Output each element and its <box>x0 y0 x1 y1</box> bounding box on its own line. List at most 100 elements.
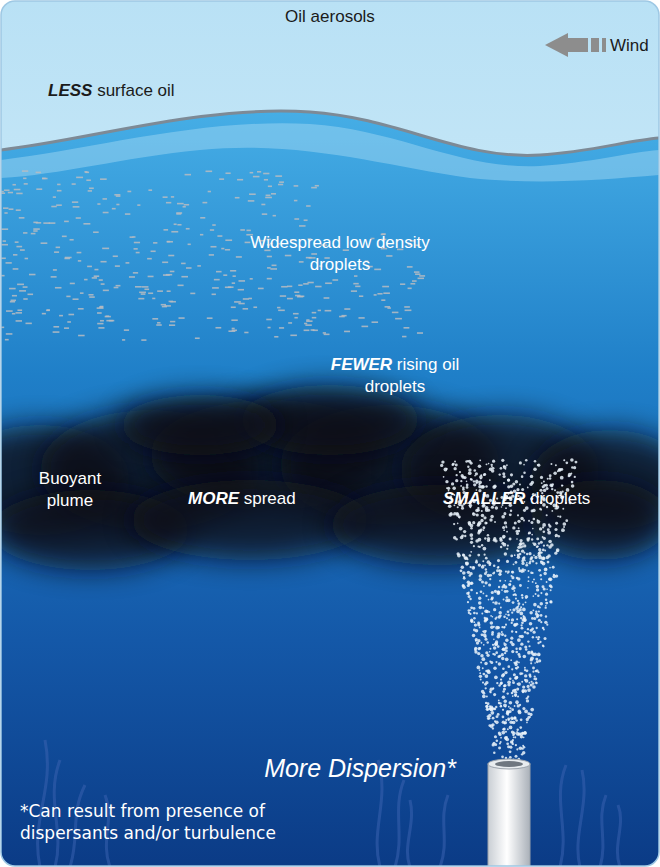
droplet-dash <box>385 306 391 308</box>
droplet-dash <box>207 317 213 319</box>
droplet <box>509 707 511 709</box>
droplet <box>538 611 540 613</box>
droplet <box>515 561 518 564</box>
droplet <box>498 662 501 665</box>
droplet <box>509 538 512 541</box>
droplet <box>481 565 485 569</box>
droplet <box>488 611 490 613</box>
droplet <box>530 656 534 660</box>
droplet-dash <box>287 298 293 300</box>
droplet <box>543 572 546 575</box>
droplet <box>521 753 523 755</box>
droplet <box>541 482 543 484</box>
droplet <box>501 542 504 545</box>
droplet <box>484 572 487 575</box>
droplet <box>492 601 494 603</box>
droplet <box>486 522 488 524</box>
droplet <box>546 514 548 516</box>
droplet-dash <box>405 310 412 312</box>
droplet <box>499 580 501 582</box>
droplet <box>511 630 513 632</box>
droplet <box>477 647 480 650</box>
droplet-dash <box>97 203 100 205</box>
droplet <box>513 689 516 692</box>
droplet <box>520 624 522 626</box>
droplet-dash <box>265 197 272 199</box>
droplet <box>547 561 550 564</box>
droplet <box>480 654 483 657</box>
droplet <box>504 635 506 637</box>
droplet <box>553 471 557 475</box>
droplet <box>494 720 496 722</box>
droplet <box>498 611 501 614</box>
droplet <box>549 600 551 602</box>
droplet <box>482 667 484 669</box>
droplet <box>478 601 482 605</box>
droplet <box>536 669 539 672</box>
droplet <box>488 599 490 601</box>
droplet <box>507 478 510 481</box>
droplet <box>510 484 513 487</box>
droplet <box>507 714 509 716</box>
droplet-dash <box>59 315 63 317</box>
droplet <box>500 607 502 609</box>
droplet <box>493 639 495 641</box>
droplet <box>477 652 480 655</box>
droplet <box>485 485 488 488</box>
droplet <box>502 709 504 711</box>
droplet <box>520 718 523 721</box>
droplet-dash <box>178 317 184 319</box>
droplet-dash <box>270 268 277 270</box>
droplet <box>522 691 524 693</box>
droplet <box>492 743 495 746</box>
droplet <box>509 583 511 585</box>
droplet <box>462 585 464 587</box>
droplet <box>470 541 473 544</box>
droplet <box>487 702 490 705</box>
droplet-dash <box>116 204 119 206</box>
droplet <box>536 588 539 591</box>
droplet <box>499 615 502 618</box>
droplet <box>473 483 476 486</box>
droplet <box>562 522 566 526</box>
droplet <box>503 626 505 628</box>
droplet <box>538 638 540 640</box>
droplet <box>495 651 498 654</box>
droplet <box>514 554 516 556</box>
droplet-dash <box>144 288 149 290</box>
droplet-dash <box>25 258 28 260</box>
droplet <box>460 536 464 540</box>
droplet-dash <box>382 286 389 288</box>
droplet-dash <box>5 339 9 341</box>
droplet <box>510 510 512 512</box>
droplet-dash <box>372 321 379 323</box>
droplet <box>506 560 509 563</box>
droplet <box>501 459 504 462</box>
droplet <box>491 466 493 468</box>
droplet <box>524 645 527 648</box>
illustration-label: FEWER rising oil droplets <box>330 354 460 398</box>
droplet-dash <box>115 265 120 267</box>
droplet <box>542 523 546 527</box>
droplet-dash <box>3 207 8 209</box>
droplet <box>483 473 486 476</box>
droplet-dash <box>216 271 222 273</box>
droplet <box>565 519 568 522</box>
droplet <box>459 527 463 531</box>
droplet <box>485 705 488 708</box>
droplet <box>505 624 507 626</box>
droplet <box>526 697 528 699</box>
droplet <box>523 556 526 559</box>
droplet-dash <box>275 175 282 177</box>
droplet <box>532 609 534 611</box>
droplet <box>502 696 506 700</box>
droplet <box>532 581 534 583</box>
droplet-dash <box>281 286 287 288</box>
droplet <box>543 480 545 482</box>
droplet <box>481 544 483 546</box>
droplet-dash <box>103 212 109 214</box>
droplet <box>518 527 520 529</box>
droplet <box>549 584 552 587</box>
droplet <box>516 728 518 730</box>
droplet <box>520 612 524 616</box>
